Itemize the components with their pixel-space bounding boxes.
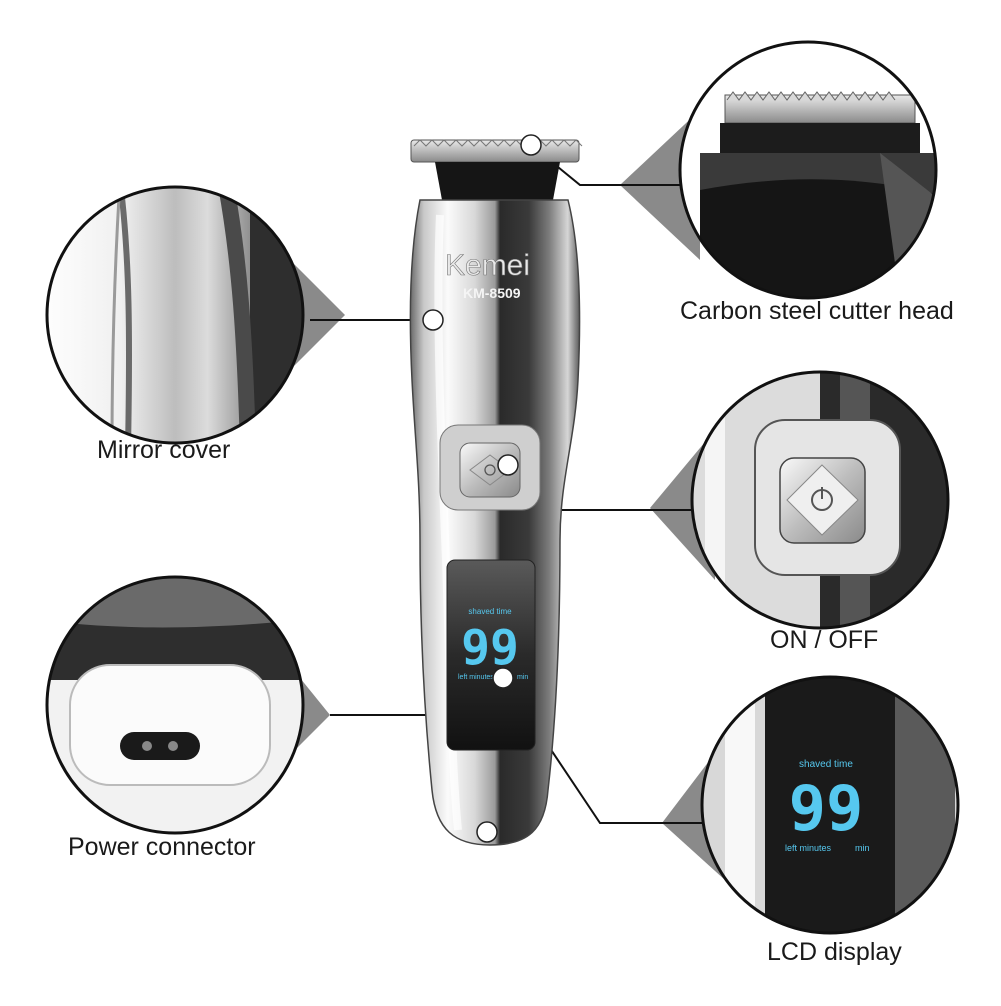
blade-teeth bbox=[413, 139, 583, 147]
on-off-circle bbox=[690, 370, 950, 630]
power-connector-dot bbox=[476, 821, 498, 843]
mirror-cover-zoom bbox=[45, 185, 305, 445]
lcd-zoom-digits: 99 bbox=[789, 772, 864, 845]
on-off-label: ON / OFF bbox=[770, 626, 879, 654]
cutter-head-zoom bbox=[678, 40, 938, 300]
lcd-bottom-left: left minutes bbox=[458, 674, 494, 681]
lcd-zoom-bottom-left: left minutes bbox=[785, 843, 832, 853]
lcd-display-zoom: shaved time 99 left minutes min bbox=[700, 675, 960, 935]
lcd-display-label: LCD display bbox=[767, 938, 902, 966]
body-highlight bbox=[434, 214, 462, 831]
cutter-head-label: Carbon steel cutter head bbox=[680, 297, 954, 325]
trimmer-neck bbox=[435, 162, 560, 200]
lcd-panel bbox=[446, 559, 536, 751]
mirror-cover-circle bbox=[45, 185, 305, 445]
model-number-text: KM-8509 bbox=[463, 285, 521, 301]
anchor-dots bbox=[422, 134, 542, 843]
brand-logo-text: Kemei bbox=[445, 249, 530, 282]
lcd-top-label: shaved time bbox=[468, 607, 512, 616]
lcd-zoom-bottom-right: min bbox=[855, 843, 870, 853]
power-connector-zoom bbox=[45, 575, 305, 835]
power-connector-circle bbox=[45, 575, 305, 835]
cutter-head-dot bbox=[520, 134, 542, 156]
trimmer-product: Kemei KM-8509 shaved time 99 left minute… bbox=[409, 139, 583, 846]
mirror-cover-label: Mirror cover bbox=[97, 436, 231, 464]
lcd-digits: 99 bbox=[461, 620, 519, 676]
lcd-zoom-top-label: shaved time bbox=[799, 759, 853, 770]
on-off-zoom bbox=[690, 370, 950, 630]
power-connector-label: Power connector bbox=[68, 833, 256, 861]
lcd-display-dot bbox=[492, 667, 514, 689]
power-socket-icon bbox=[120, 732, 200, 760]
power-symbol-icon bbox=[484, 464, 496, 476]
lcd-bottom-right: min bbox=[517, 674, 528, 681]
lcd-display-circle bbox=[700, 675, 960, 935]
mirror-cover-dot bbox=[422, 309, 444, 331]
cutter-head-circle bbox=[678, 40, 938, 300]
on-off-dot bbox=[497, 454, 519, 476]
